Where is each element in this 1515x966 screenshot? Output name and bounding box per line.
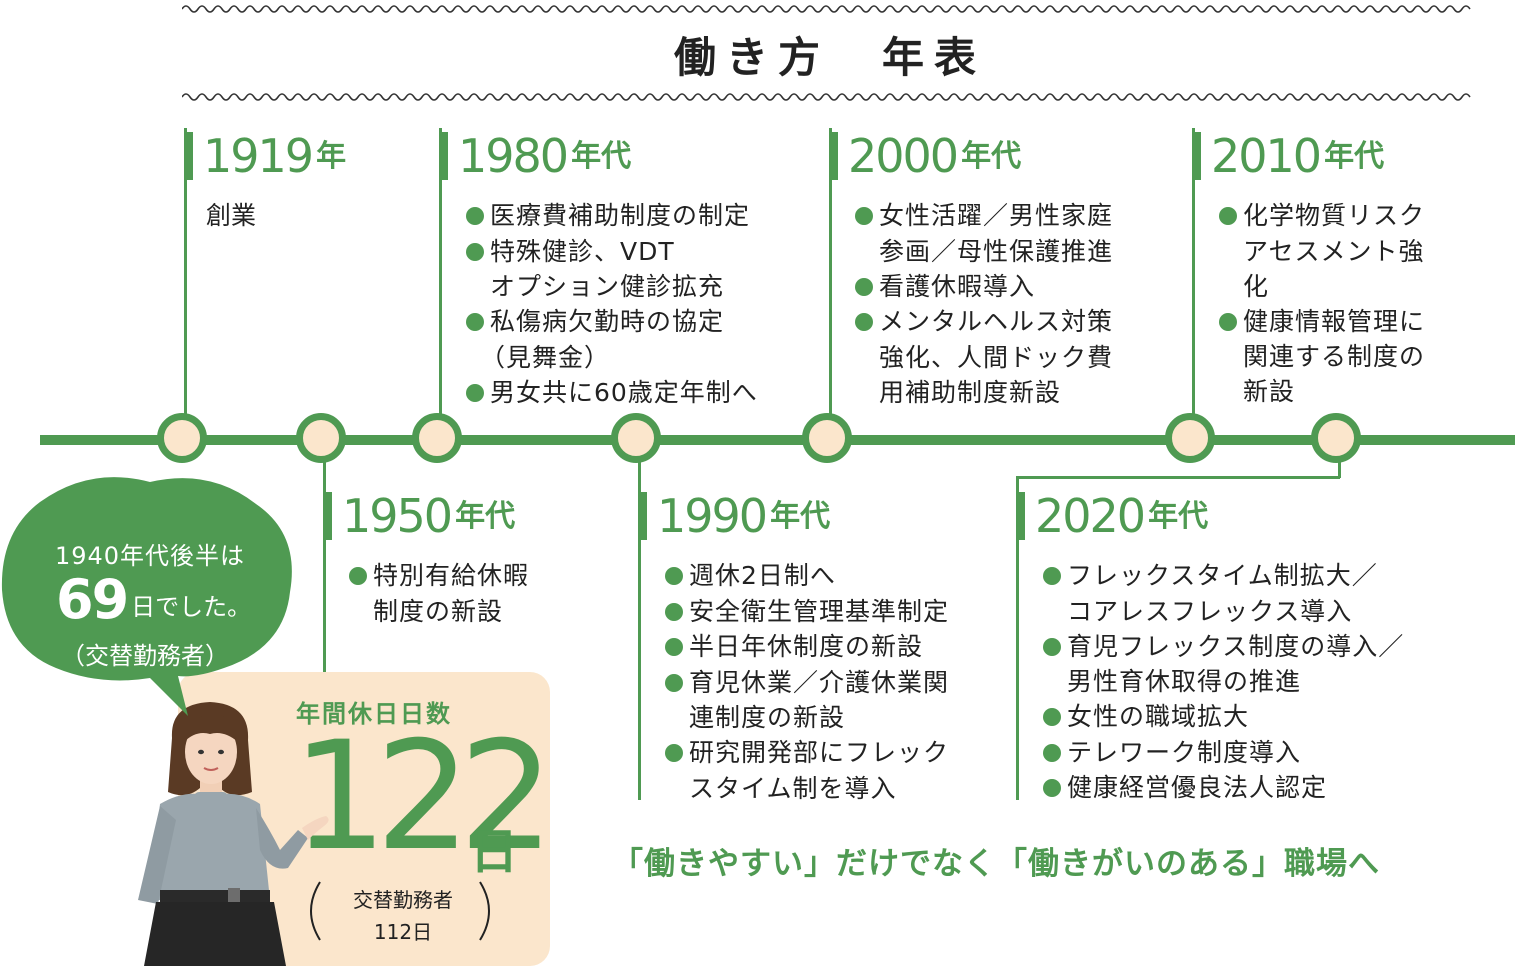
year-heading-1990: 1990 年代 — [638, 492, 830, 540]
list-item: 安全衛生管理基準制定 — [665, 594, 949, 630]
list-item: 看護休暇導入 — [855, 269, 1113, 305]
timeline-elbow-2020 — [1016, 476, 1340, 479]
year-number: 2000 — [848, 129, 959, 183]
year-suffix: 年代 — [455, 499, 516, 534]
list-item-continuation: 関連する制度の — [1243, 342, 1426, 371]
list-item: 女性活躍／男性家庭 — [855, 198, 1113, 234]
list-item: フレックスタイム制拡大／ — [1043, 558, 1404, 594]
event-list-2020: フレックスタイム制拡大／ コアレスフレックス導入 育児フレックス制度の導入／ 男… — [1043, 558, 1404, 806]
list-item: 健康情報管理に — [1219, 304, 1425, 340]
bubble-line-2: 69 日でした。 — [56, 572, 251, 628]
bubble-unit: 日でした。 — [131, 593, 252, 621]
timeline-elbow-2020-stem — [1338, 452, 1341, 478]
bottom-wavy-divider — [182, 93, 1471, 101]
list-item-continuation: スタイム制を導入 — [689, 773, 897, 803]
year-suffix: 年代 — [1324, 139, 1385, 174]
timeline-stem-1950 — [323, 452, 326, 680]
list-item: メンタルヘルス対策 — [855, 304, 1113, 340]
list-item-continuation: オプション健診拡充 — [490, 272, 725, 301]
year-heading-1919: 1919 年 — [184, 132, 346, 180]
holiday-unit: 日 — [470, 824, 519, 880]
list-item-continuation: （見舞金） — [480, 342, 611, 372]
list-item: 研究開発部にフレック — [665, 735, 949, 771]
year-number: 2020 — [1035, 489, 1146, 543]
event-list-2000: 女性活躍／男性家庭 参画／母性保護推進 看護休暇導入 メンタルヘルス対策 強化、… — [855, 198, 1113, 410]
list-item: 医療費補助制度の制定 — [466, 198, 758, 234]
shift-worker-label: 交替勤務者 — [353, 888, 453, 912]
list-item-continuation: 用補助制度新設 — [879, 377, 1062, 407]
list-item-continuation: 化 — [1243, 271, 1270, 301]
year-heading-2010: 2010 年代 — [1192, 132, 1384, 180]
list-item-continuation: 新設 — [1243, 377, 1296, 406]
list-item: 私傷病欠勤時の協定 — [466, 304, 758, 340]
year-number: 1950 — [342, 489, 453, 543]
event-list-2010: 化学物質リスク アセスメント強 化 健康情報管理に 関連する制度の 新設 — [1219, 198, 1425, 409]
list-item: 男女共に60歳定年制へ — [466, 375, 758, 411]
timeline-node-1980 — [412, 413, 462, 463]
year-number: 1980 — [458, 129, 569, 183]
year-suffix: 年代 — [571, 139, 632, 174]
year-suffix: 年代 — [1148, 499, 1209, 534]
year-heading-1980: 1980 年代 — [439, 132, 631, 180]
timeline-node-2010 — [1165, 413, 1215, 463]
timeline-node-1919 — [157, 413, 207, 463]
timeline-stem-1919 — [184, 128, 187, 428]
year-suffix: 年代 — [770, 499, 831, 534]
holiday-number: 122 — [292, 710, 554, 884]
event-list-1980: 医療費補助制度の制定 特殊健診、VDT オプション健診拡充 私傷病欠勤時の協定 … — [466, 198, 758, 410]
year-number: 1919 — [203, 129, 314, 183]
list-item: 女性の職域拡大 — [1043, 699, 1404, 735]
year-heading-2020: 2020 年代 — [1016, 492, 1208, 540]
list-item: 育児休業／介護休業関 — [665, 665, 949, 701]
list-item: 育児フレックス制度の導入／ — [1043, 629, 1404, 665]
speech-bubble — [1, 477, 292, 716]
list-item: 健康経営優良法人認定 — [1043, 770, 1404, 806]
holiday-label: 年間休日日数 — [296, 700, 452, 728]
event-list-1950: 特別有給休暇 制度の新設 — [349, 558, 529, 629]
bubble-note: （交替勤務者） — [61, 642, 229, 670]
list-item-continuation: 男性育休取得の推進 — [1067, 667, 1302, 696]
list-item: 特殊健診、VDT — [466, 234, 758, 270]
slogan: 「働きやすい」だけでなく「働きがいのある」職場へ — [612, 846, 1380, 882]
list-item: 週休2日制へ — [665, 558, 949, 594]
person-illustration — [138, 702, 329, 966]
timeline-node-2000 — [802, 413, 852, 463]
year-suffix: 年代 — [961, 139, 1022, 174]
timeline-stem-1990 — [638, 452, 641, 800]
year-number: 2010 — [1211, 129, 1322, 183]
top-wavy-divider — [182, 5, 1471, 13]
list-item-continuation: 制度の新設 — [373, 596, 504, 626]
shift-bracket-frame — [310, 881, 490, 941]
list-item-continuation: 強化、人間ドック費 — [879, 342, 1114, 372]
timeline-stem-2010 — [1192, 128, 1195, 428]
timeline-node-2020 — [1311, 413, 1361, 463]
timeline-node-1950 — [296, 413, 346, 463]
timeline-stem-2000 — [829, 128, 832, 428]
list-item-continuation: コアレスフレックス導入 — [1067, 596, 1353, 626]
bubble-line-1: 1940年代後半は — [54, 542, 246, 570]
list-item-continuation: 参画／母性保護推進 — [879, 236, 1114, 266]
list-item: 特別有給休暇 — [349, 558, 529, 594]
timeline-node-1990 — [611, 413, 661, 463]
event-text-1919: 創業 — [206, 201, 257, 230]
timeline-axis — [40, 435, 1515, 445]
list-item: テレワーク制度導入 — [1043, 735, 1404, 771]
event-list-1990: 週休2日制へ 安全衛生管理基準制定 半日年休制度の新設 育児休業／介護休業関 連… — [665, 558, 949, 806]
list-item-continuation: アセスメント強 — [1243, 236, 1425, 266]
list-item: 半日年休制度の新設 — [665, 629, 949, 665]
timeline-stem-1980 — [439, 128, 442, 428]
list-item: 化学物質リスク — [1219, 198, 1425, 234]
page-title: 働き方 年表 — [673, 33, 986, 82]
year-suffix: 年 — [316, 139, 347, 174]
list-item-continuation: 連制度の新設 — [689, 703, 846, 732]
year-heading-2000: 2000 年代 — [829, 132, 1021, 180]
year-number: 1990 — [657, 489, 768, 543]
year-heading-1950: 1950 年代 — [323, 492, 515, 540]
bubble-number: 69 — [56, 568, 129, 631]
shift-worker-value: 112日 — [373, 920, 433, 944]
timeline-stem-2020 — [1016, 478, 1019, 800]
